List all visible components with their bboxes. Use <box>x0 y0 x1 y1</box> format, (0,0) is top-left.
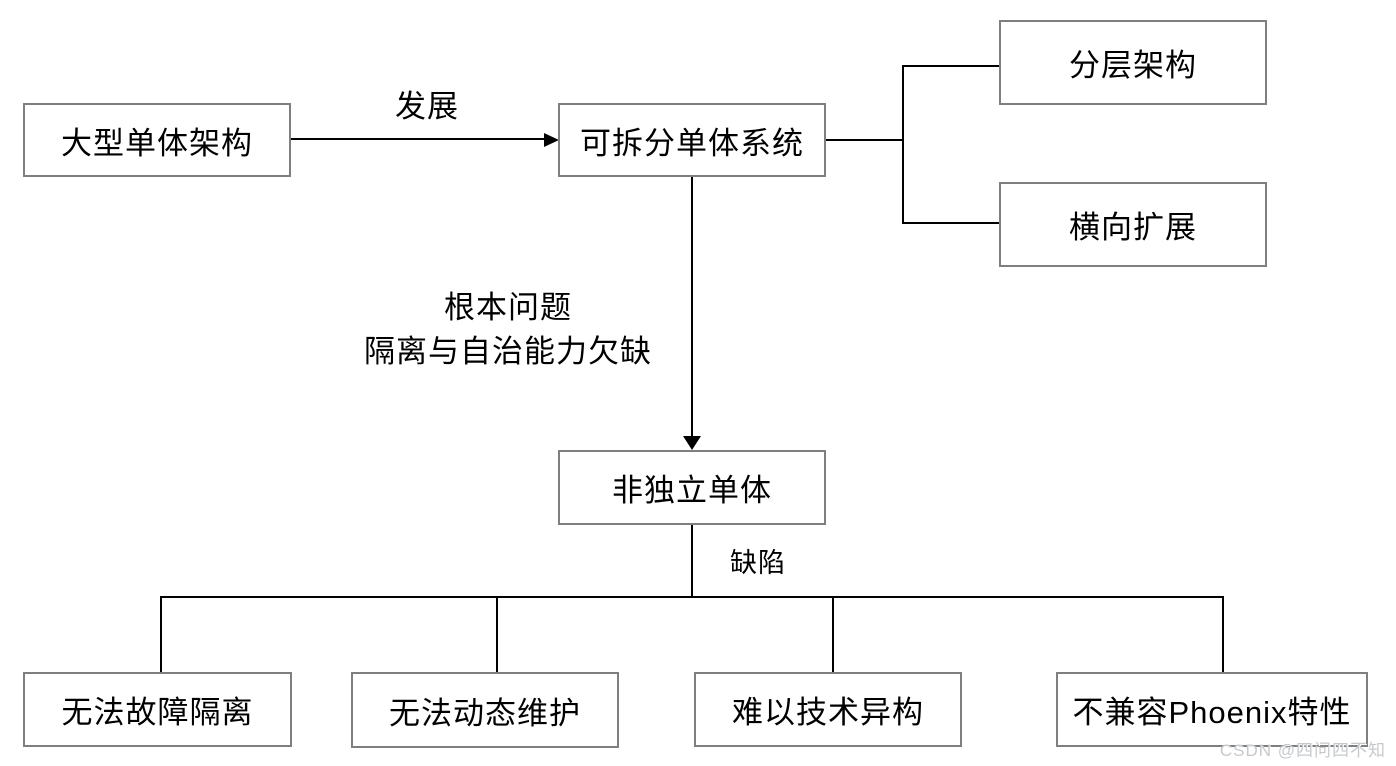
edge-label-root-problem-detail: 隔离与自治能力欠缺 <box>364 334 652 369</box>
edge-to-tech-line <box>832 596 834 673</box>
edge-to-hscale-line <box>902 222 999 224</box>
node-large-monolith: 大型单体架构 <box>23 103 291 177</box>
edge-defects-stem <box>691 525 693 597</box>
edge-label-defects: 缺陷 <box>730 548 786 578</box>
edge-to-fault-line <box>160 596 162 673</box>
edge-label-evolution: 发展 <box>395 89 459 124</box>
bracket-vertical-line <box>902 65 904 224</box>
node-layered-architecture: 分层架构 <box>999 20 1267 105</box>
node-no-fault-isolation: 无法故障隔离 <box>23 672 292 747</box>
edge-evolution-line <box>291 138 545 140</box>
node-no-dynamic-maintenance: 无法动态维护 <box>351 672 619 748</box>
edge-to-layered-line <box>902 65 999 67</box>
arrowhead-down <box>683 436 701 450</box>
node-non-independent-monolith: 非独立单体 <box>558 450 826 525</box>
node-splittable-monolith: 可拆分单体系统 <box>558 103 826 177</box>
node-phoenix-incompatible: 不兼容Phoenix特性 <box>1056 672 1368 747</box>
arrowhead-right <box>544 133 559 147</box>
node-horizontal-scaling: 横向扩展 <box>999 182 1267 267</box>
edge-to-phoenix-line <box>1222 596 1224 673</box>
edge-label-root-problem: 根本问题 隔离与自治能力欠缺 <box>343 286 673 374</box>
csdn-watermark: CSDN @四问四不知 <box>1219 741 1386 760</box>
defects-horizontal-line <box>160 596 1224 598</box>
edge-to-dynamic-line <box>496 596 498 673</box>
edge-root-problem-line <box>691 177 693 437</box>
edge-splittable-bracket <box>826 139 904 141</box>
node-tech-heterogeneity: 难以技术异构 <box>694 672 962 747</box>
edge-label-root-problem-title: 根本问题 <box>444 290 572 325</box>
